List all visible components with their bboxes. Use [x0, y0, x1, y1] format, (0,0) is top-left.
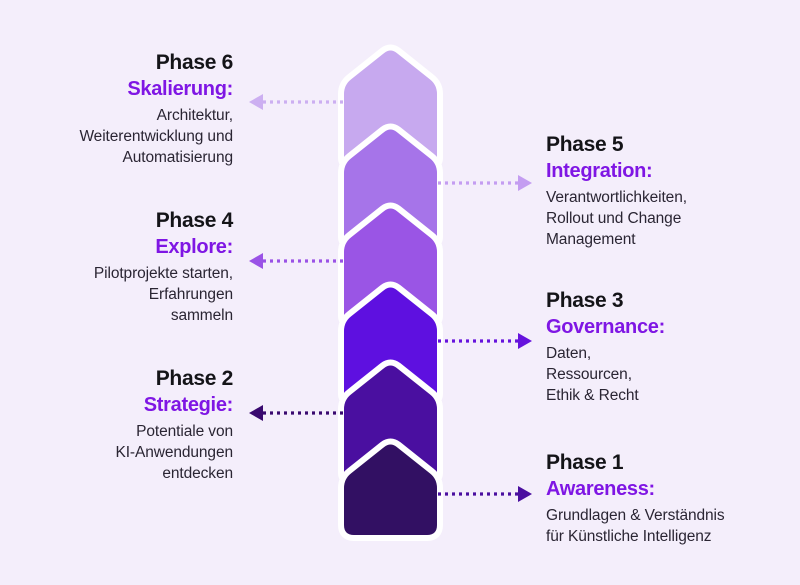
arrow-phase-1 [438, 486, 532, 502]
phase-3-label: Phase 3 [546, 289, 624, 312]
chevron-phase-3 [344, 287, 437, 398]
arrowhead-phase-5 [518, 175, 532, 191]
chevron-phase-5 [344, 129, 437, 241]
chevron-phase-2 [344, 365, 437, 477]
chevron-phase-1 [344, 444, 437, 535]
phase-6-label: Phase 6 [155, 51, 234, 74]
phase-1-title: Awareness: [546, 478, 655, 500]
phase-2-block: Phase 2 Strategie: Potentiale von KI-Anw… [0, 366, 233, 484]
phase-4-label: Phase 4 [155, 209, 234, 232]
phase-2-title: Strategie: [143, 394, 234, 416]
phase-1-label: Phase 1 [546, 451, 624, 474]
arrow-phase-6 [249, 94, 344, 110]
phase-4-block: Phase 4 Explore: Pilotprojekte starten, … [0, 208, 233, 326]
phase-6-block: Phase 6 Skalierung: Architektur, Weitere… [0, 50, 233, 168]
phase-6-description: Architektur, Weiterentwicklung und Autom… [79, 107, 233, 166]
arrowhead-phase-1 [518, 486, 532, 502]
arrowhead-phase-2 [249, 405, 263, 421]
arrowhead-phase-3 [518, 333, 532, 349]
phase-6-title: Skalierung: [127, 78, 233, 100]
phase-2-description: Potentiale von KI-Anwendungen entdecken [115, 423, 233, 482]
phase-3-block: Phase 3 Governance: Daten, Ressourcen, E… [546, 288, 796, 406]
phase-5-block: Phase 5 Integration: Verantwortlichkeite… [546, 132, 796, 250]
phase-4-description: Pilotprojekte starten, Erfahrungen samme… [93, 265, 233, 324]
phase-5-label: Phase 5 [546, 133, 624, 156]
phase-2-label: Phase 2 [155, 367, 234, 390]
phase-5-description: Verantwortlichkeiten, Rollout und Change… [546, 189, 687, 248]
arrow-phase-4 [249, 253, 344, 269]
phase-1-block: Phase 1 Awareness: Grundlagen & Verständ… [546, 450, 796, 547]
phase-5-title: Integration: [546, 160, 653, 182]
chevron-phase-6 [344, 50, 437, 162]
arrow-phase-5 [438, 175, 532, 191]
arrow-phase-2 [249, 405, 344, 421]
arrow-phase-3 [438, 333, 532, 349]
arrowhead-phase-4 [249, 253, 263, 269]
phase-1-description: Grundlagen & Verständnis für Künstliche … [546, 507, 725, 545]
phase-4-title: Explore: [155, 236, 233, 258]
phase-3-description: Daten, Ressourcen, Ethik & Recht [546, 345, 639, 404]
arrowhead-phase-6 [249, 94, 263, 110]
phase-3-title: Governance: [546, 316, 665, 338]
chevron-phase-4 [344, 208, 437, 320]
